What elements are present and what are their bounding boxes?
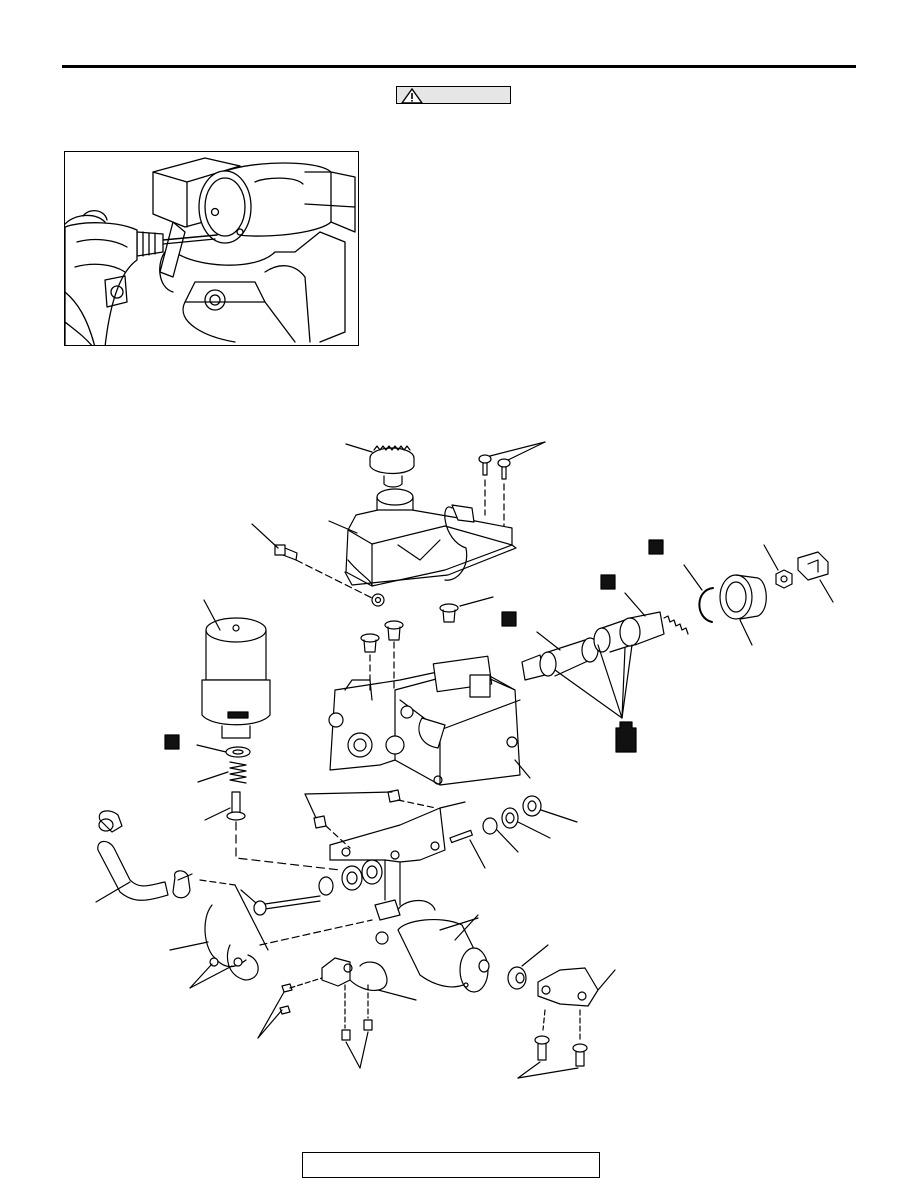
reservoir-tank <box>328 488 517 607</box>
reservoir-mount-screw <box>251 523 373 599</box>
return-hose-and-clamps <box>95 810 269 951</box>
master-cylinder-pistons <box>501 539 689 719</box>
accumulator <box>201 599 271 739</box>
snap-ring-and-boot <box>683 564 767 646</box>
accumulator-seal-spring-pin <box>164 734 341 871</box>
reservoir-screws <box>478 441 546 531</box>
motor-bracket <box>304 789 466 906</box>
wiring-harness-connector <box>257 957 417 1069</box>
no-reuse-marker <box>648 539 664 555</box>
drill-on-master-cylinder-illustration <box>65 157 356 345</box>
reservoir-grommets <box>360 596 494 691</box>
nut-and-bracket <box>763 544 834 603</box>
rear-bracket <box>507 944 616 1079</box>
hydraulic-unit-body <box>328 655 531 786</box>
no-reuse-marker <box>600 574 616 590</box>
grease-icon <box>615 721 637 753</box>
abs-hydraulic-unit-exploded-diagram <box>95 441 834 1079</box>
pin-and-grommets <box>449 795 578 869</box>
no-reuse-marker <box>501 611 517 627</box>
header-rule <box>62 65 856 68</box>
reservoir-cap <box>345 443 415 488</box>
caution-box <box>396 86 511 104</box>
drill-illustration-frame <box>64 151 359 346</box>
pump-motor <box>374 899 490 993</box>
warning-triangle-icon <box>401 88 423 104</box>
page-reference-box <box>302 1152 600 1178</box>
pump-grommets-and-bolt <box>240 859 383 916</box>
no-reuse-marker <box>164 734 180 750</box>
brake-tube-assembly <box>169 904 373 989</box>
